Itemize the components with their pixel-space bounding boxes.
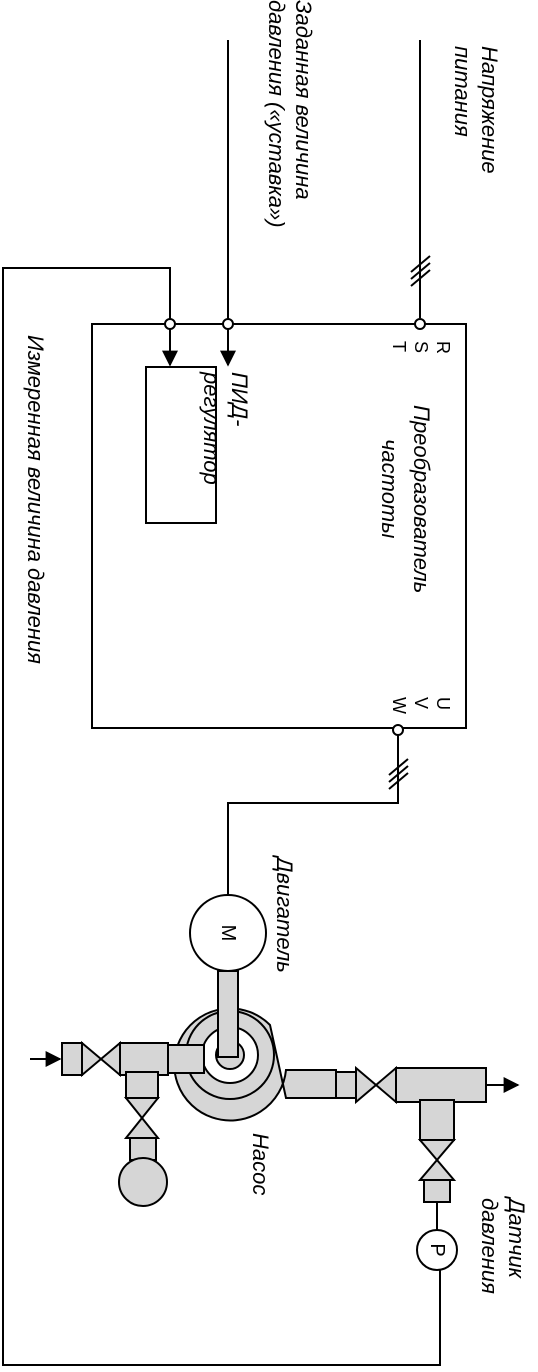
setpoint-terminal-circle xyxy=(222,318,234,330)
svg-text:R: R xyxy=(433,341,453,354)
supply-voltage-label: Напряжение питания xyxy=(450,46,502,174)
tank-circle xyxy=(118,1157,168,1207)
feedback-terminal-circle xyxy=(164,318,176,330)
svg-text:W: W xyxy=(389,697,409,714)
suction-pipe-segment xyxy=(119,1042,169,1076)
svg-text:Насос: Насос xyxy=(248,1133,273,1195)
svg-text:V: V xyxy=(411,697,431,709)
sensor-label: Датчик давления xyxy=(477,1195,529,1294)
pid-regulator-box xyxy=(145,366,217,524)
feedback-line xyxy=(2,267,441,1366)
sensor-valve xyxy=(417,1139,457,1181)
setpoint-label: Заданная величина давления («уставка») xyxy=(264,0,316,228)
input-terminal-labels: R S T xyxy=(389,341,453,354)
tank-neck xyxy=(129,1137,157,1161)
sensor-neck xyxy=(423,1179,451,1203)
pid-label: ПИД- регулятор xyxy=(199,371,252,485)
sensor-branch xyxy=(419,1099,455,1141)
pressure-sensor-symbol: P xyxy=(426,1243,448,1256)
pump-label: Насос xyxy=(248,1133,273,1195)
svg-text:Напряжение: Напряжение xyxy=(477,46,502,174)
svg-text:S: S xyxy=(411,341,431,353)
three-phase-ticks-supply xyxy=(410,255,431,287)
suction-valve xyxy=(81,1040,121,1078)
motor-line xyxy=(227,735,399,895)
three-phase-ticks-motor xyxy=(388,758,409,790)
suction-pipe xyxy=(61,1042,83,1076)
svg-text:Преобразователь: Преобразователь xyxy=(409,405,434,593)
svg-text:U: U xyxy=(433,697,453,710)
motor-symbol: M xyxy=(217,925,239,942)
svg-text:Измеренная величина давления: Измеренная величина давления xyxy=(23,335,48,664)
discharge-pipe xyxy=(335,1071,357,1099)
motor-label: Двигатель xyxy=(272,854,297,973)
discharge-valve xyxy=(355,1065,397,1105)
pump-shaft xyxy=(217,970,239,1058)
svg-text:давления: давления xyxy=(477,1198,502,1294)
measured-pressure-label: Измеренная величина давления xyxy=(23,335,48,664)
svg-text:питания: питания xyxy=(450,46,475,137)
svg-text:регулятор: регулятор xyxy=(199,371,224,485)
pressure-sensor-circle xyxy=(416,1229,458,1271)
svg-text:давления («уставка»): давления («уставка») xyxy=(264,0,289,228)
terminal-r-circle xyxy=(414,318,426,330)
output-terminal-labels: U V W xyxy=(389,697,453,714)
branch-valve xyxy=(123,1097,161,1139)
svg-text:Заданная величина: Заданная величина xyxy=(291,0,316,200)
svg-text:ПИД-: ПИД- xyxy=(227,372,252,427)
pump-inlet-pipe xyxy=(167,1044,205,1074)
discharge-pipe-main xyxy=(395,1067,487,1103)
suction-branch xyxy=(125,1071,159,1099)
svg-text:T: T xyxy=(389,341,409,352)
frequency-converter-box xyxy=(91,323,467,729)
terminal-v-circle xyxy=(392,724,404,736)
svg-text:Датчик: Датчик xyxy=(504,1195,529,1280)
svg-text:частоты: частоты xyxy=(377,439,402,538)
svg-text:Двигатель: Двигатель xyxy=(272,854,297,973)
converter-label: Преобразователь частоты xyxy=(377,405,434,593)
